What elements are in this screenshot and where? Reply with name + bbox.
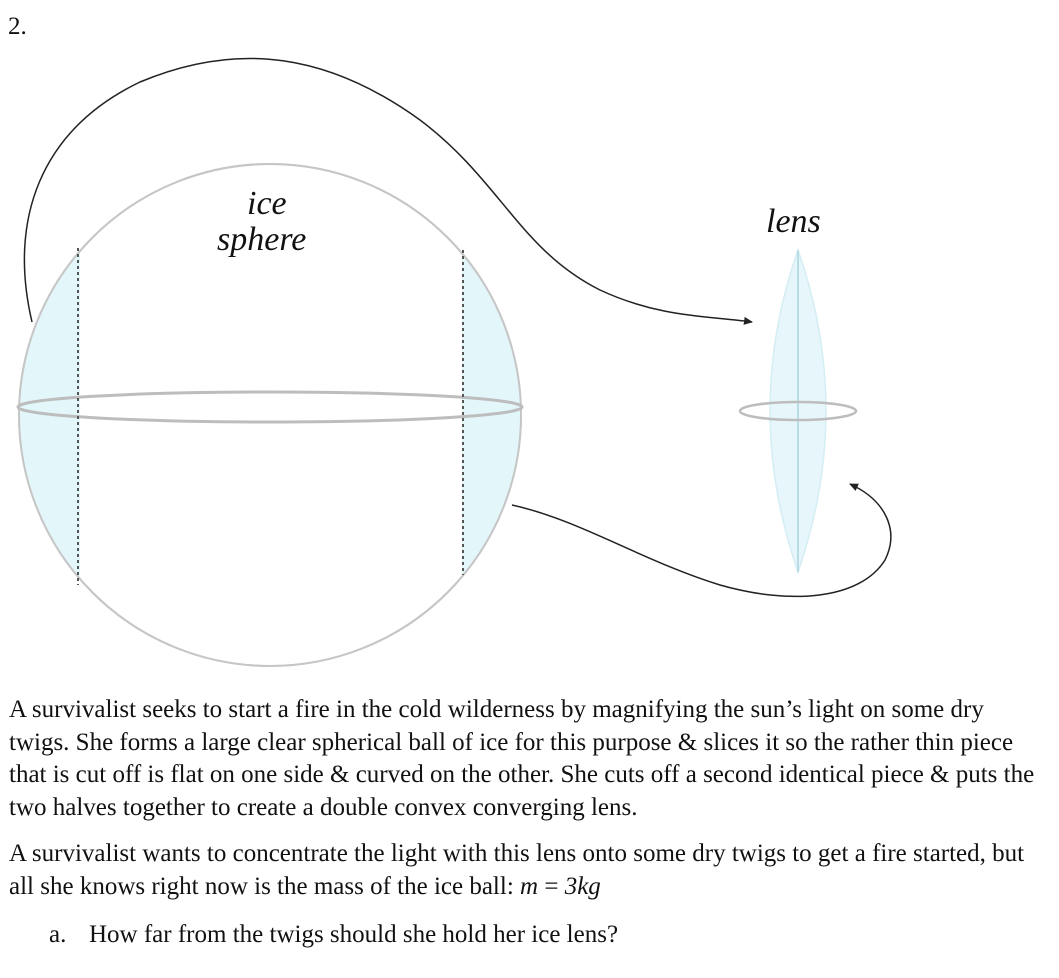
problem-number: 2. [8,13,27,40]
double-convex-lens [738,247,858,575]
mass-equals: = [538,872,565,900]
ice-sphere-lens-figure: ice sphere lens [16,57,892,667]
top-arrow [23,57,753,325]
sphere-equator [16,390,524,424]
left-ice-cap [19,164,80,666]
right-ice-cap [462,164,521,666]
mass-value: 3kg [564,872,601,900]
bottom-arrow [511,483,892,598]
paragraph-2-lead: A survivalist wants to concentrate the l… [9,840,1025,900]
question-a: a. How far from the twigs should she hold… [9,919,1049,952]
question-label: a. [49,921,67,948]
problem-text: A survivalist seeks to start a fire in t… [9,694,1049,952]
sphere-label-ice: ice [247,185,287,222]
problem-paragraph-2: A survivalist wants to concentrate the l… [9,838,1049,903]
mass-variable: m [520,872,539,900]
problem-paragraph-1: A survivalist seeks to start a fire in t… [9,696,1035,821]
question-text: How far from the twigs should she hold h… [89,921,619,948]
lens-equator [738,400,858,422]
lens-label: lens [766,203,821,240]
sphere-label-sphere: sphere [217,221,306,258]
